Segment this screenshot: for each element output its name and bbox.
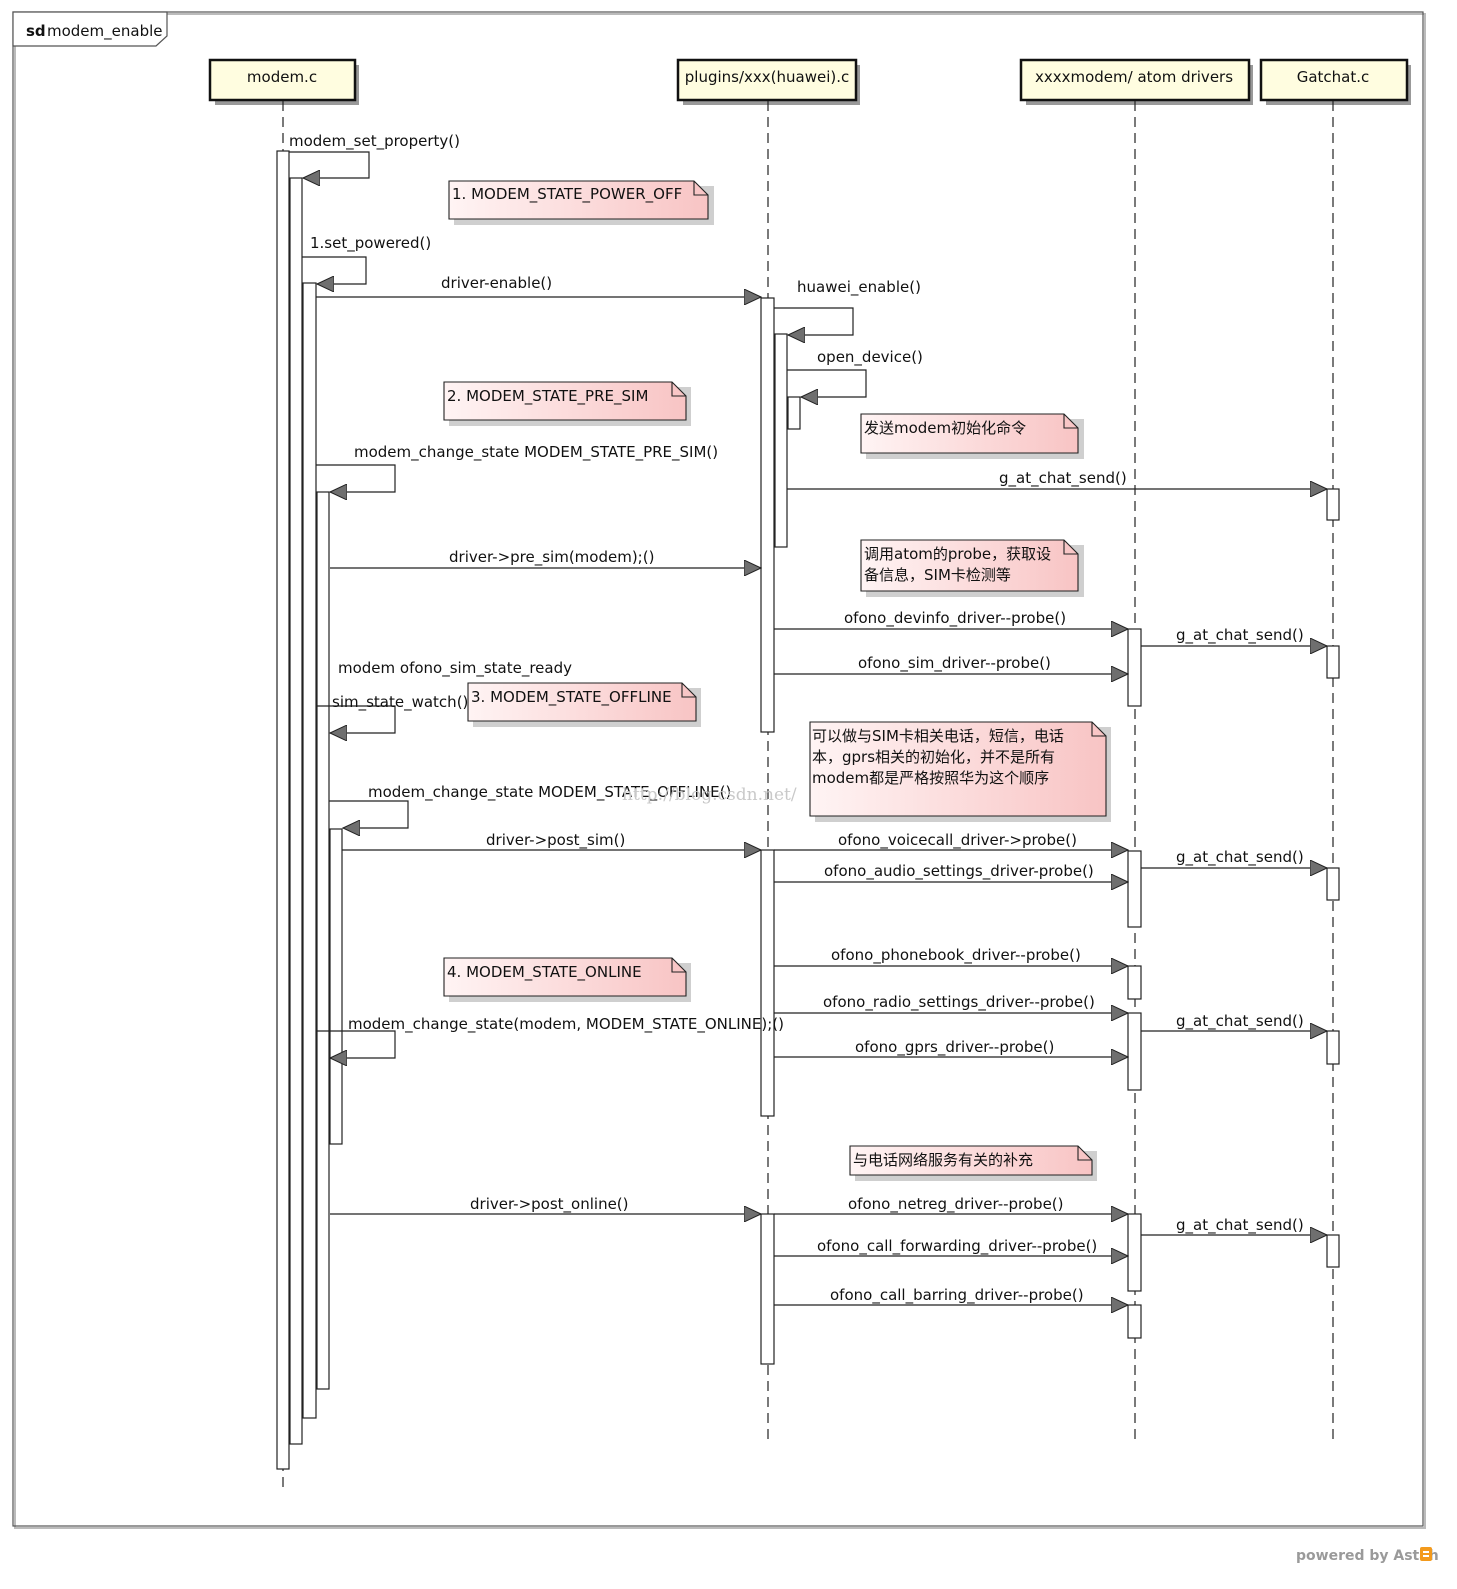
activation-plugin-5 <box>760 1213 775 1365</box>
self-message-open-device <box>787 369 867 397</box>
frame-tab <box>12 11 168 47</box>
label-phonebook-probe: ofono_phonebook_driver--probe() <box>831 946 1081 965</box>
label-g-at-chat-send-1: g_at_chat_send() <box>999 469 1127 488</box>
lifeline-header-modem[interactable] <box>208 58 357 102</box>
self-message-huawei-enable <box>774 307 854 335</box>
sequence-frame <box>12 11 1424 1527</box>
label-g-at-chat-send-5: g_at_chat_send() <box>1176 1216 1304 1235</box>
note-text-offline: 3. MODEM_STATE_OFFLINE <box>471 688 672 707</box>
activation-atom-1 <box>1127 628 1142 707</box>
frame-name: modem_enable <box>47 22 163 41</box>
activation-gatchat-5 <box>1326 1234 1340 1268</box>
label-huawei-enable: huawei_enable() <box>797 278 921 297</box>
activation-modem-1 <box>276 150 290 1470</box>
label-g-at-chat-send-4: g_at_chat_send() <box>1176 1012 1304 1031</box>
activation-modem-4 <box>316 491 330 1390</box>
lifeline-header-plugin[interactable] <box>676 58 858 102</box>
activation-gatchat-1 <box>1326 488 1340 521</box>
activation-atom-6 <box>1127 1304 1142 1339</box>
lifeline-label-plugin: plugins/xxx(huawei).c <box>685 68 849 86</box>
activation-atom-5 <box>1127 1213 1142 1292</box>
self-message-change-state-online <box>316 1030 396 1058</box>
label-voicecall-probe: ofono_voicecall_driver->probe() <box>838 831 1077 850</box>
label-open-device: open_device() <box>817 348 923 367</box>
activation-gatchat-2 <box>1326 645 1340 679</box>
activation-bars <box>276 150 1340 1470</box>
note-text-sim-init-2: 本，gprs相关的初始化，并不是所有 <box>812 748 1055 766</box>
activation-gatchat-4 <box>1326 1030 1340 1065</box>
label-call-forwarding-probe: ofono_call_forwarding_driver--probe() <box>817 1237 1097 1256</box>
note-atom-probe: 调用atom的probe，获取设 备信息，SIM卡检测等 <box>860 539 1084 597</box>
label-audio-probe: ofono_audio_settings_driver-probe() <box>824 862 1094 881</box>
frame-shadow <box>14 13 1426 1529</box>
label-devinfo-probe: ofono_devinfo_driver--probe() <box>844 609 1066 628</box>
activation-modem-2 <box>289 177 303 1445</box>
self-message-set-powered <box>302 256 367 284</box>
label-change-state-offline: modem_change_state MODEM_STATE_OFFLINE() <box>368 783 731 802</box>
activation-atom-4 <box>1127 1012 1142 1091</box>
self-message-change-state-pre-sim <box>316 464 396 492</box>
self-messages <box>289 151 867 1058</box>
label-change-state-pre-sim: modem_change_state MODEM_STATE_PRE_SIM() <box>354 443 718 462</box>
note-pre-sim: 2. MODEM_STATE_PRE_SIM <box>443 381 691 426</box>
astah-logo-icon <box>1420 1547 1432 1561</box>
lifeline-label-atom: xxxxmodem/ atom drivers <box>1035 68 1233 86</box>
label-pre-sim: driver->pre_sim(modem);() <box>449 548 654 567</box>
note-text-pre-sim: 2. MODEM_STATE_PRE_SIM <box>447 387 648 406</box>
lifeline-header-gatchat[interactable] <box>1259 58 1409 102</box>
note-online: 4. MODEM_STATE_ONLINE <box>443 957 691 1002</box>
frame-keyword: sd <box>26 22 46 40</box>
label-g-at-chat-send-3: g_at_chat_send() <box>1176 848 1304 867</box>
note-text-atom-probe-1: 调用atom的probe，获取设 <box>864 545 1051 563</box>
activation-atom-3 <box>1127 965 1142 1000</box>
activation-plugin-2 <box>774 333 788 548</box>
lifeline-label-modem: modem.c <box>247 68 317 86</box>
note-text-sim-init-1: 可以做与SIM卡相关电话，短信，电话 <box>812 727 1064 745</box>
note-text-sim-init-3: modem都是严格按照华为这个顺序 <box>812 769 1049 787</box>
label-post-sim: driver->post_sim() <box>486 831 625 850</box>
label-set-powered: 1.set_powered() <box>310 234 431 253</box>
label-driver-enable: driver-enable() <box>441 274 552 292</box>
label-change-state-online: modem_change_state(modem, MODEM_STATE_ON… <box>348 1015 784 1034</box>
label-sim-state-watch: sim_state_watch() <box>332 693 468 712</box>
footer-text: powered by Astah <box>1296 1548 1439 1564</box>
label-sim-probe: ofono_sim_driver--probe() <box>858 654 1051 673</box>
note-init-command: 发送modem初始化命令 <box>860 413 1084 459</box>
label-post-online: driver->post_online() <box>470 1195 629 1214</box>
note-sim-init: 可以做与SIM卡相关电话，短信，电话 本，gprs相关的初始化，并不是所有 mo… <box>809 721 1111 822</box>
note-text-atom-probe-2: 备信息，SIM卡检测等 <box>864 566 1011 584</box>
label-g-at-chat-send-2: g_at_chat_send() <box>1176 626 1304 645</box>
lifeline-header-atom[interactable] <box>1019 58 1251 102</box>
label-netreg-probe: ofono_netreg_driver--probe() <box>848 1195 1064 1214</box>
lifeline-label-gatchat: Gatchat.c <box>1297 68 1370 86</box>
note-text-network-services: 与电话网络服务有关的补充 <box>853 1151 1033 1169</box>
note-text-init-command: 发送modem初始化命令 <box>864 419 1026 437</box>
self-message-set-property <box>289 151 370 178</box>
messages <box>316 297 1327 1305</box>
label-gprs-probe: ofono_gprs_driver--probe() <box>855 1038 1054 1057</box>
activation-modem-5 <box>329 828 343 1145</box>
label-call-barring-probe: ofono_call_barring_driver--probe() <box>830 1286 1084 1305</box>
activation-plugin-4 <box>760 849 775 1117</box>
activation-modem-3 <box>302 282 317 1419</box>
note-text-online: 4. MODEM_STATE_ONLINE <box>447 963 642 982</box>
self-message-change-state-offline <box>329 800 409 828</box>
label-sim-state-ready: modem ofono_sim_state_ready <box>338 659 572 678</box>
note-offline: 3. MODEM_STATE_OFFLINE <box>467 682 701 727</box>
activation-plugin-1 <box>760 297 775 733</box>
activation-plugin-3 <box>787 396 801 430</box>
activation-atom-2 <box>1127 850 1142 928</box>
label-set-property: modem_set_property() <box>289 132 460 151</box>
watermark: http://blog.csdn.net/ <box>622 785 797 805</box>
activation-gatchat-3 <box>1326 867 1340 901</box>
note-power-off: 1. MODEM_STATE_POWER_OFF <box>448 180 714 225</box>
note-network-services: 与电话网络服务有关的补充 <box>849 1145 1097 1181</box>
self-message-sim-state-watch <box>316 705 396 733</box>
note-text-power-off: 1. MODEM_STATE_POWER_OFF <box>452 185 682 204</box>
label-radio-probe: ofono_radio_settings_driver--probe() <box>823 993 1095 1012</box>
